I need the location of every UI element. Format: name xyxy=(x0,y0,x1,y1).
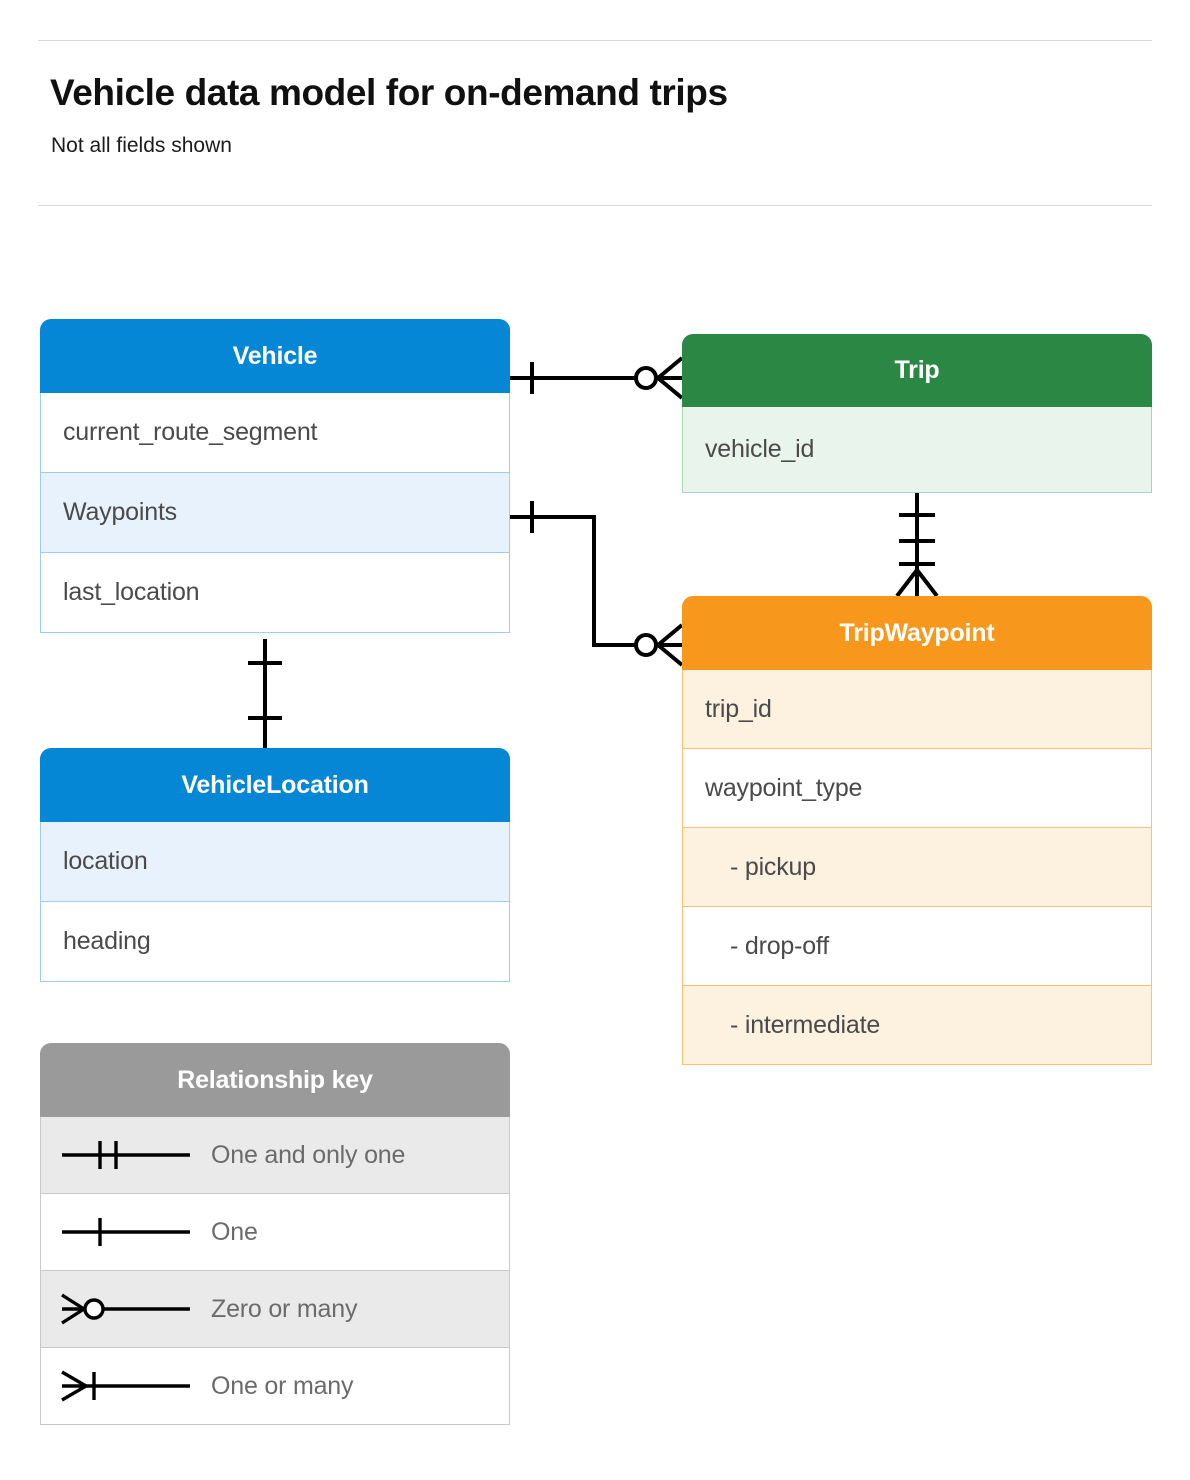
connector-waypoints-tripwaypoint-line xyxy=(510,515,682,647)
entity-trip-title: Trip xyxy=(682,334,1152,407)
entity-tripwaypoint-enum-pickup[interactable]: - pickup xyxy=(682,828,1152,907)
zero-or-many-icon xyxy=(41,1289,211,1329)
field-label: heading xyxy=(63,927,151,955)
connector-vehicle-trip-crow-a xyxy=(656,356,684,380)
entity-vehicle-field-current-route-segment[interactable]: current_route_segment xyxy=(40,393,510,473)
entity-tripwaypoint-enum-drop-off[interactable]: - drop-off xyxy=(682,907,1152,986)
connector-vehicle-trip-crow-c xyxy=(656,376,684,400)
entity-trip-field-vehicle-id[interactable]: vehicle_id xyxy=(682,407,1152,493)
field-label: last_location xyxy=(63,578,200,606)
entity-vehicle[interactable]: Vehicle current_route_segment Waypoints … xyxy=(40,319,510,633)
entity-vehicle-field-waypoints[interactable]: Waypoints xyxy=(40,473,510,553)
page-title: Vehicle data model for on-demand trips xyxy=(50,72,728,113)
entity-tripwaypoint[interactable]: TripWaypoint trip_id waypoint_type - pic… xyxy=(682,596,1152,1065)
entity-tripwaypoint-field-trip-id[interactable]: trip_id xyxy=(682,670,1152,749)
legend-item-zero-or-many: Zero or many xyxy=(40,1271,510,1348)
legend-item-one-and-only-one: One and only one xyxy=(40,1117,510,1194)
connector-tripwaypoint-crow-b xyxy=(915,568,939,598)
field-label: current_route_segment xyxy=(63,418,318,446)
entity-vehiclelocation-title: VehicleLocation xyxy=(40,748,510,822)
connector-waypoints-zero-circle xyxy=(634,633,658,657)
field-label: - intermediate xyxy=(730,1010,881,1039)
legend-label: One xyxy=(211,1217,258,1246)
connector-vehicle-trip-zero-circle xyxy=(634,366,658,390)
field-label: trip_id xyxy=(705,694,772,723)
header-divider-bottom xyxy=(38,205,1152,206)
legend-item-one: One xyxy=(40,1194,510,1271)
relationship-key-legend: Relationship key One and only one One xyxy=(40,1043,510,1425)
one-or-many-icon xyxy=(41,1366,211,1406)
connector-waypoints-crow-c xyxy=(656,643,684,667)
legend-label: One and only one xyxy=(211,1140,406,1169)
field-label: Waypoints xyxy=(63,498,177,526)
entity-tripwaypoint-enum-intermediate[interactable]: - intermediate xyxy=(682,986,1152,1065)
header-divider-top xyxy=(38,40,1152,41)
one-icon xyxy=(41,1212,211,1252)
connector-tripwaypoint-crow-a xyxy=(895,568,919,598)
entity-vehicle-field-last-location[interactable]: last_location xyxy=(40,553,510,633)
entity-trip[interactable]: Trip vehicle_id xyxy=(682,334,1152,493)
field-label: location xyxy=(63,847,148,875)
connector-waypoints-crow-a xyxy=(656,623,684,647)
legend-label: One or many xyxy=(211,1371,354,1400)
page-subtitle: Not all fields shown xyxy=(51,134,232,157)
one-and-only-one-icon xyxy=(41,1135,211,1175)
field-label: vehicle_id xyxy=(705,435,815,463)
legend-label: Zero or many xyxy=(211,1294,358,1323)
field-label: waypoint_type xyxy=(705,773,863,802)
entity-vehiclelocation-field-heading[interactable]: heading xyxy=(40,902,510,982)
entity-vehicle-title: Vehicle xyxy=(40,319,510,393)
legend-item-one-or-many: One or many xyxy=(40,1348,510,1425)
field-label: - pickup xyxy=(730,852,816,881)
relationship-key-title: Relationship key xyxy=(40,1043,510,1117)
entity-vehiclelocation-field-location[interactable]: location xyxy=(40,822,510,902)
field-label: - drop-off xyxy=(730,931,829,960)
entity-tripwaypoint-title: TripWaypoint xyxy=(682,596,1152,670)
entity-tripwaypoint-field-waypoint-type[interactable]: waypoint_type xyxy=(682,749,1152,828)
entity-vehiclelocation[interactable]: VehicleLocation location heading xyxy=(40,748,510,982)
